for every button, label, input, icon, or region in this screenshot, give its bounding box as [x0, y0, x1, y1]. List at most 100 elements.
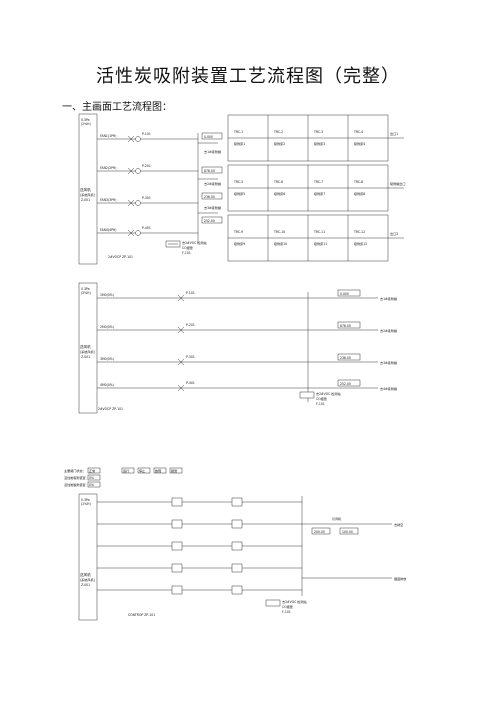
- output-label: 烟囱排放: [394, 576, 406, 581]
- tank-tag: TRC-3: [313, 130, 323, 134]
- panel1-source-2: (2%H): [81, 122, 91, 126]
- note-line: 去2#VOC 检测站: [282, 599, 307, 604]
- readout-value: 100.00: [342, 530, 353, 534]
- valve-symbol[interactable]: [177, 326, 185, 334]
- valve-tag: P-201: [186, 323, 195, 327]
- note-line: F-101: [282, 610, 291, 614]
- pipe-symbol: [299, 391, 315, 399]
- panel3-lines: [97, 501, 302, 591]
- valve-symbol[interactable]: [177, 358, 185, 366]
- readout-box: [339, 527, 359, 535]
- note-line: CO报警: [316, 396, 327, 401]
- flow-diagram-main-svg: 0.3Pa (2%H) 送风机 (系统风机) Z-001 FAN1(1PH) F…: [78, 113, 405, 265]
- output-label: 去2#吸附罐: [204, 181, 221, 186]
- panel1-left-label-2: (系统风机): [80, 192, 95, 197]
- flow-diagram-tertiary-svg: 主要阀门状态： 正常 活性炭吸附装置： 0% 活性炭脱附装置： 0% 运行 停止…: [64, 467, 406, 621]
- readout-box: [337, 289, 361, 297]
- legend-key: 活性炭吸附装置：: [64, 475, 89, 480]
- readout-box: [201, 166, 223, 174]
- tank-tag: TRC-9: [233, 230, 243, 234]
- tank-output-lines: [388, 137, 404, 239]
- legend-key: 活性炭脱附装置：: [64, 482, 89, 487]
- row-label: 4M0(0%): [100, 383, 114, 387]
- panel2-left-label-3: Z-001: [81, 355, 90, 359]
- state-chip-label: 报警: [171, 468, 177, 473]
- state-chip-label: 运行: [123, 468, 129, 473]
- fan-label: FAN2(2PH): [100, 166, 116, 170]
- readout-box: [201, 192, 223, 200]
- section-heading: 一、主画面工艺流程图：: [62, 102, 172, 113]
- panel1-left-label-3: Z-001: [81, 198, 90, 202]
- note-line: 去2#VOC 检测站: [182, 240, 207, 245]
- valve-tag: P-101: [186, 291, 195, 295]
- row-label: 1M0(0%): [100, 293, 114, 297]
- row-label: 2M0(0%): [100, 325, 114, 329]
- panel3-left-label-2: (系统风机): [80, 577, 95, 582]
- readout-value: 876.00: [340, 324, 351, 328]
- legend-box: [87, 467, 101, 474]
- output-label: 去1#吸附罐: [204, 149, 221, 154]
- panel2-left-label-1: 送风机: [80, 344, 91, 349]
- tank-tag: TRC-1: [233, 130, 243, 134]
- output-label: 去3#吸附罐: [380, 360, 397, 365]
- readout-box: [311, 527, 331, 535]
- panel3-bottom-label: CONTROP ZP-101: [128, 613, 155, 617]
- tank-symbol: [171, 497, 243, 595]
- tank-output-label: 吸附罐出口: [390, 181, 405, 186]
- tank-grid: [227, 114, 389, 262]
- tank-name: 吸附床8: [354, 191, 365, 196]
- tank-name: 吸附床5: [234, 191, 245, 196]
- legend-value: 正常: [89, 468, 95, 473]
- panel1-bottom-label: 2#VOCP ZP-101: [108, 255, 133, 259]
- legend-value: 0%: [89, 476, 94, 480]
- valve-symbol[interactable]: [127, 167, 141, 175]
- pipe-symbol: [265, 599, 281, 607]
- tank-name: 吸附床4: [354, 141, 365, 146]
- flow-diagram-main: 0.3Pa (2%H) 送风机 (系统风机) Z-001 FAN1(1PH) F…: [78, 113, 418, 273]
- note-line: CO报警: [182, 245, 193, 250]
- fan-label: FAN1(1PH): [100, 134, 116, 138]
- valve-symbol[interactable]: [127, 229, 141, 237]
- fan-label: FAN4(4PH): [100, 228, 116, 232]
- legend-key: 主要阀门状态：: [64, 468, 86, 473]
- output-label: 去排空: [394, 522, 403, 527]
- panel2-source-2: (2%H): [81, 291, 91, 295]
- tank-name: 吸附床6: [274, 191, 285, 196]
- tank-name: 吸附床1: [234, 141, 245, 146]
- flow-diagram-tertiary: 主要阀门状态： 正常 活性炭吸附装置： 0% 活性炭脱附装置： 0% 运行 停止…: [62, 466, 418, 626]
- note-line: 去2#VOC 检测站: [316, 391, 341, 396]
- valve-symbol[interactable]: [177, 294, 185, 302]
- readout-box: [201, 216, 223, 224]
- output-label: 去4#吸附罐: [380, 386, 397, 391]
- tank-name: 吸附床7: [314, 191, 325, 196]
- tank-output-label: 出口3: [390, 231, 398, 236]
- valve-symbol[interactable]: [177, 384, 185, 392]
- tank-tag: TRC-12: [353, 230, 365, 234]
- panel2-left-label-2: (系统风机): [80, 349, 95, 354]
- output-label: 去2#吸附罐: [380, 328, 397, 333]
- output-label: 去3#吸附罐: [204, 205, 221, 210]
- valve-symbol[interactable]: [127, 135, 141, 143]
- legend-box: [87, 481, 101, 488]
- panel2-output-lines: [308, 297, 378, 389]
- readout-box: [201, 132, 223, 140]
- readout-value: 236.00: [340, 356, 351, 360]
- panel1-supply-lines: [97, 133, 218, 243]
- note-line: F-101: [182, 251, 191, 255]
- tank-tag: TRC-8: [353, 180, 363, 184]
- tank-output-label: 出口1: [390, 131, 398, 136]
- tank-tag: TRC-6: [273, 180, 283, 184]
- row-label: 3M0(0%): [100, 357, 114, 361]
- valve-tag: P-201: [142, 164, 151, 168]
- valve-tag: P-401: [186, 381, 195, 385]
- readout-value: 876.00: [204, 169, 215, 173]
- tank-name: 吸附床10: [274, 241, 287, 246]
- tank-name: 吸附床3: [314, 141, 325, 146]
- valve-tag: P-101: [142, 132, 151, 136]
- legend-value: 0%: [89, 483, 94, 487]
- tank-tag: TRC-2: [273, 130, 283, 134]
- tank-tag: TRC-10: [273, 230, 285, 234]
- readout-box: [337, 379, 361, 387]
- valve-symbol[interactable]: [127, 199, 141, 207]
- legend-box: [87, 474, 101, 481]
